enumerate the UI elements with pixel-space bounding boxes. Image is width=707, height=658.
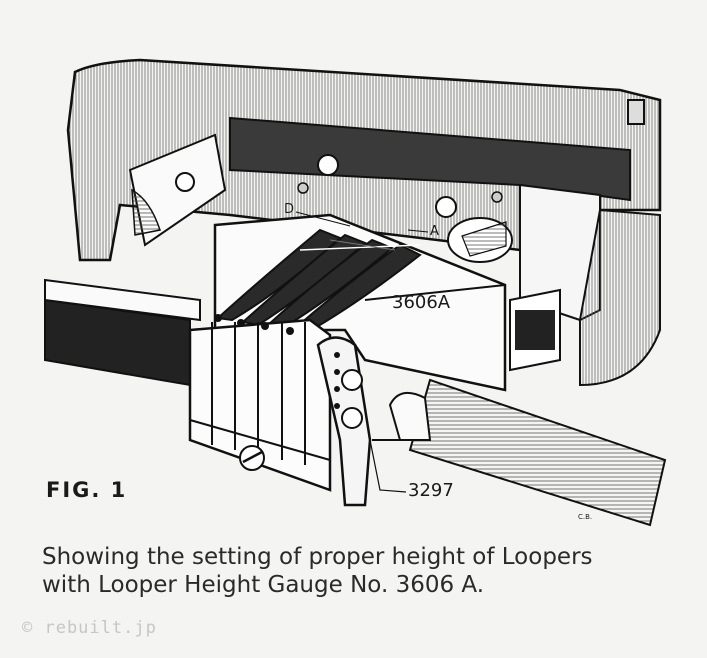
bed-plate — [44, 278, 667, 527]
watermark: © rebuilt.jp — [22, 618, 157, 638]
artist-initials: C.B. — [578, 513, 593, 521]
callout-leaders — [295, 211, 429, 493]
looper-clamp — [188, 314, 332, 492]
adjusting-screw-3297 — [316, 336, 432, 507]
machine-frame — [66, 58, 662, 387]
caption-line-1: Showing the setting of proper height of … — [42, 544, 593, 570]
screw-part-number: 3297 — [408, 480, 454, 501]
callout-letter-d: D — [284, 202, 295, 217]
callout-letter-a: A — [430, 224, 439, 239]
technical-illustration: D A 3606A 3297 FIG. 1 C.B. — [44, 58, 667, 527]
figure-label: FIG. 1 — [46, 478, 128, 502]
machine-drawing — [44, 58, 667, 527]
loopers — [215, 228, 422, 334]
figure-caption: Showing the setting of proper height of … — [42, 543, 682, 599]
gauge-part-number: 3606A — [392, 292, 451, 313]
caption-line-2: with Looper Height Gauge No. 3606 A. — [42, 572, 485, 598]
